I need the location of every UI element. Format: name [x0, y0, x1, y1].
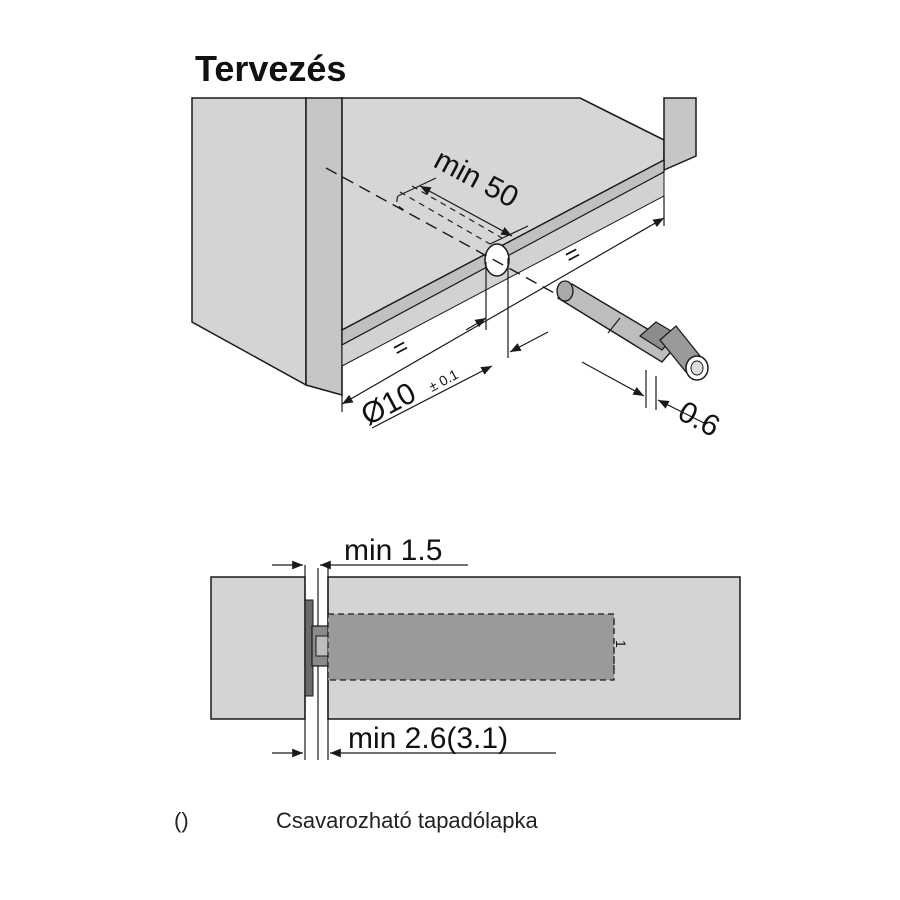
cylinder-body: [327, 613, 615, 681]
width-dimension-line: [341, 217, 665, 405]
equal-left-label: =: [388, 333, 413, 363]
door-panel: [210, 576, 306, 720]
bore-outline: [396, 185, 503, 245]
push-latch-cylinder: [556, 280, 709, 381]
min26-label: min 2.6(3.1): [348, 722, 508, 755]
cabinet-drawing: min 50 = = Ø10 ± 0.1 0.6: [191, 97, 725, 444]
legend-symbol: (): [174, 808, 189, 833]
legend-text: Csavarozható tapadólapka: [276, 808, 538, 833]
side-panel-edge: [305, 97, 343, 396]
cabinet-side-panel: [191, 97, 307, 387]
diameter-label: Ø10: [356, 376, 422, 432]
marker-label: 1: [613, 640, 629, 648]
drill-hole: [484, 243, 510, 277]
tolerance-label: ± 0.1: [426, 366, 461, 395]
page-title: Tervezés: [195, 48, 347, 89]
section-drawing: 1 min 1.5 min 2.6(3.1): [210, 534, 741, 760]
offset-label: 0.6: [673, 395, 725, 444]
cabinet-right-frame: [663, 97, 697, 172]
min15-label: min 1.5: [344, 534, 442, 567]
